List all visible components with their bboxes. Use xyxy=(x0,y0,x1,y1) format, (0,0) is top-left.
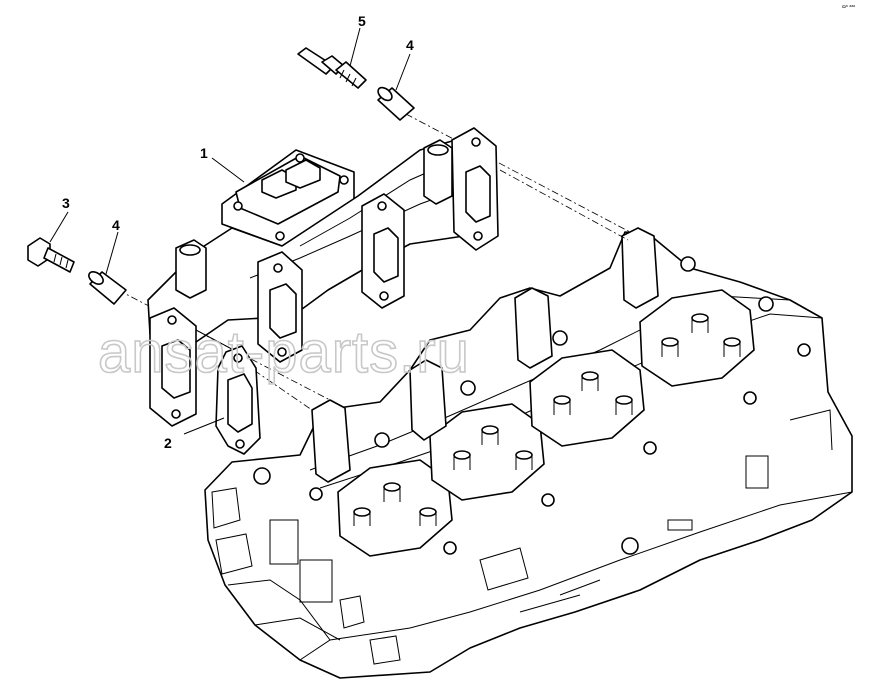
callout-1: 1 xyxy=(200,145,208,161)
callout-4-front: 4 xyxy=(112,217,120,233)
callout-5: 5 xyxy=(358,13,366,29)
spacer-front xyxy=(88,271,127,305)
callout-4-rear: 4 xyxy=(406,37,414,53)
leader-lines xyxy=(49,27,411,435)
watermark: ansat-parts.ru xyxy=(98,320,470,385)
alignment-lines xyxy=(117,113,631,411)
bolt xyxy=(27,237,75,273)
callout-3: 3 xyxy=(62,195,70,211)
stud xyxy=(297,47,367,89)
manifold-gasket xyxy=(215,345,261,455)
spacer-rear xyxy=(377,86,415,121)
callout-2: 2 xyxy=(164,435,172,451)
exhaust-manifold xyxy=(147,127,499,427)
cylinder-head xyxy=(204,227,853,679)
corner-mark: ɷ⁸ ᵃᵃᵃ xyxy=(842,4,855,10)
